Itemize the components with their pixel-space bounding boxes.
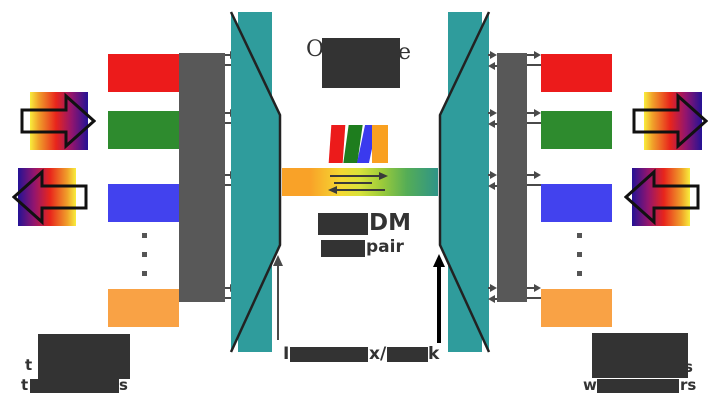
ellipsis-dot	[142, 252, 147, 257]
demultiplexer-funnel	[440, 12, 489, 352]
arrow-left-icon	[488, 182, 495, 190]
redacted-caption-left-l3	[30, 379, 119, 393]
caption-right-l3-pre: w	[583, 376, 597, 394]
fiber-line	[527, 174, 535, 176]
ellipsis-dot	[142, 271, 147, 276]
redacted-caption-right	[592, 333, 688, 378]
bidirectional-traffic-arrows-icon	[328, 172, 388, 194]
redacted-label-top-center	[322, 38, 400, 88]
label-wdm-post: DM	[369, 210, 411, 236]
ellipsis-dot	[577, 233, 582, 238]
fiber-line	[493, 185, 497, 187]
arrow-right-icon	[490, 171, 497, 179]
fiber-line	[527, 64, 541, 66]
spectrum-gradient-right	[644, 92, 702, 150]
arrow-right-icon	[534, 109, 541, 117]
fiber-line	[225, 122, 236, 124]
label-link-p2: x/	[369, 344, 387, 364]
fiber-line	[225, 297, 236, 299]
fiber-line	[225, 184, 236, 186]
arrow-right-icon	[490, 284, 497, 292]
transceiver-box-blue-right	[541, 184, 612, 222]
redacted-caption-right-l3	[597, 379, 679, 393]
fiber-line	[225, 174, 232, 176]
multiplexer-outline	[229, 11, 282, 353]
spectrum-gradient-right	[30, 92, 88, 150]
redacted-label-wdm	[318, 213, 368, 235]
label-pair-post: pair	[366, 237, 404, 257]
transceiver-box-orange-right	[541, 289, 612, 327]
transceiver-box-red-left	[108, 54, 179, 92]
ellipsis-dot	[577, 252, 582, 257]
arrow-right-icon	[534, 51, 541, 59]
flow-right-arrow-icon	[632, 92, 708, 150]
arrow-right-icon	[534, 171, 541, 179]
fiber-line	[493, 298, 497, 300]
label-link-p3: k	[428, 344, 440, 364]
demultiplexer-outline	[438, 11, 491, 353]
spectrum-gradient-left	[18, 168, 76, 226]
flow-left-arrow-icon	[12, 168, 88, 226]
arrow-right-icon	[534, 284, 541, 292]
caption-right-l2-post: s	[684, 358, 693, 376]
fiber-line	[527, 112, 535, 114]
wavelength-packet-orange	[372, 125, 388, 163]
ellipsis-dot	[577, 271, 582, 276]
callout-arrowhead-left-icon	[273, 255, 283, 266]
flow-right-arrow-icon	[20, 92, 96, 150]
arrow-right-icon	[490, 51, 497, 59]
arrow-left-icon	[488, 62, 495, 70]
redacted-caption-left	[38, 334, 130, 379]
arrow-left-icon	[488, 120, 495, 128]
caption-left-l3-post: s	[119, 376, 128, 394]
fiber-line	[225, 287, 232, 289]
fiber-line	[225, 64, 236, 66]
callout-arrowhead-right-icon	[433, 254, 445, 267]
label-one-fibre-post: e	[398, 40, 412, 65]
redacted-label-link-2	[387, 347, 428, 362]
fiber-line	[527, 184, 541, 186]
redacted-label-pair	[321, 240, 365, 257]
label-one-fibre-pre: O	[306, 37, 325, 62]
fiber-line	[527, 54, 535, 56]
spectrum-gradient-left	[632, 168, 690, 226]
arrow-left-icon	[488, 295, 495, 303]
fiber-line	[493, 65, 497, 67]
wavelength-packet-red	[328, 125, 346, 163]
caption-left-l3-pre: t	[21, 376, 29, 394]
caption-right-l3-post: rs	[680, 376, 697, 394]
ellipsis-dot	[142, 233, 147, 238]
caption-left-l2-pre: t	[25, 356, 33, 374]
flow-left-arrow-icon	[624, 168, 700, 226]
transceiver-box-green-left	[108, 111, 179, 149]
fiber-line	[225, 112, 232, 114]
transceiver-box-green-right	[541, 111, 612, 149]
label-link-p1: I	[283, 344, 290, 364]
patch-bar-right	[497, 53, 527, 302]
redacted-label-link-1	[290, 347, 368, 362]
patch-bar-left	[179, 53, 225, 302]
fiber-line	[527, 122, 541, 124]
transceiver-box-orange-left	[108, 289, 179, 327]
arrow-right-icon	[490, 109, 497, 117]
transceiver-box-red-right	[541, 54, 612, 92]
fiber-line	[493, 123, 497, 125]
multiplexer-funnel	[231, 12, 280, 352]
transceiver-box-blue-left	[108, 184, 179, 222]
fiber-line	[225, 54, 232, 56]
fiber-line	[527, 287, 535, 289]
fiber-line	[527, 297, 541, 299]
